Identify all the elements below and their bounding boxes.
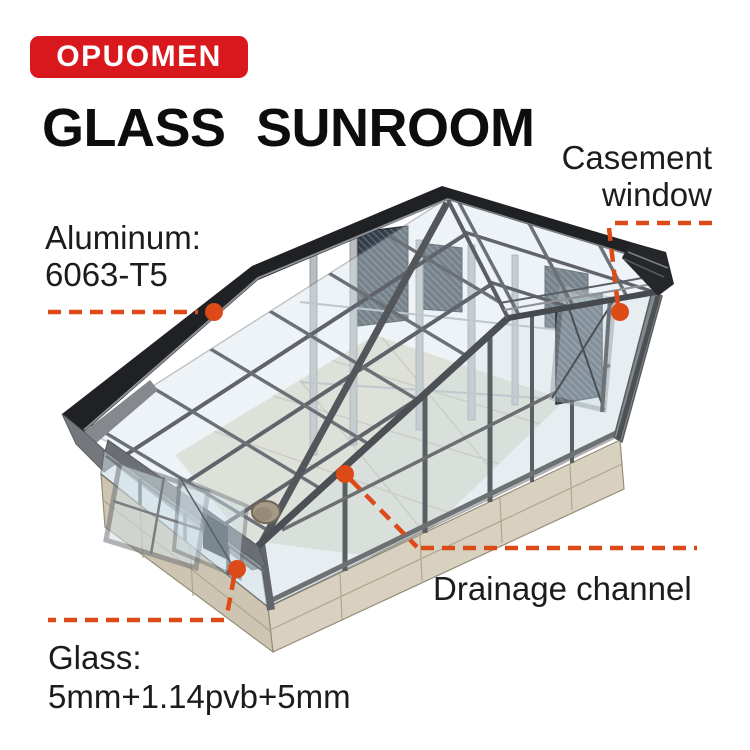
- leader-dot-aluminum: [205, 303, 223, 321]
- leader-dot-casement: [611, 303, 629, 321]
- logo-badge: OPUOMEN: [30, 36, 248, 78]
- awning-window-2: [171, 475, 250, 581]
- drainage-hole: [251, 500, 281, 524]
- logo-text: OPUOMEN: [56, 40, 222, 73]
- annotation-aluminum: Aluminum: 6063-T5: [45, 219, 201, 293]
- page-title: GLASS SUNROOM: [42, 98, 535, 158]
- casement-window: [549, 284, 617, 414]
- wall-bottom-rail: [266, 430, 618, 605]
- awning-window: [103, 458, 211, 572]
- roof-ridge-beam: [258, 201, 451, 544]
- leader-dot-glass: [228, 560, 246, 578]
- left-wall: [100, 448, 270, 609]
- cornice-molding: [615, 242, 674, 441]
- corner-post: [257, 542, 275, 611]
- annotation-casement-window: Casement window: [561, 139, 712, 213]
- leader-dot-drainage: [336, 465, 354, 483]
- annotation-glass: Glass: 5mm+1.14pvb+5mm: [48, 639, 351, 715]
- leader-line-drainage-diagonal: [349, 478, 419, 549]
- right-eave-beam: [507, 289, 657, 321]
- annotation-drainage-channel: Drainage channel: [433, 570, 692, 607]
- roof-edge-beam: [255, 315, 511, 549]
- leader-line-casement-drop: [606, 227, 621, 307]
- leader-line-glass-diagonal: [224, 576, 237, 616]
